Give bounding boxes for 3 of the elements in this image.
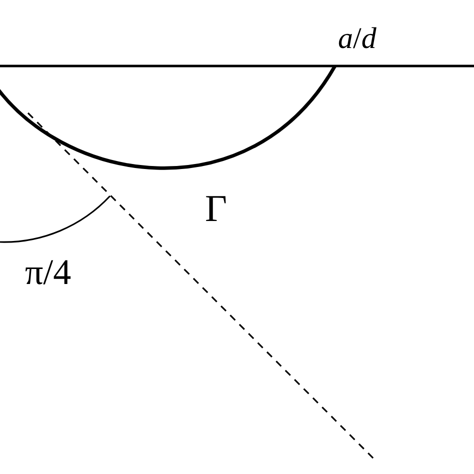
angle-label: π/4 <box>25 254 72 290</box>
curve-label: Γ <box>205 190 227 228</box>
curve-endpoint-label: a/d <box>338 24 376 54</box>
